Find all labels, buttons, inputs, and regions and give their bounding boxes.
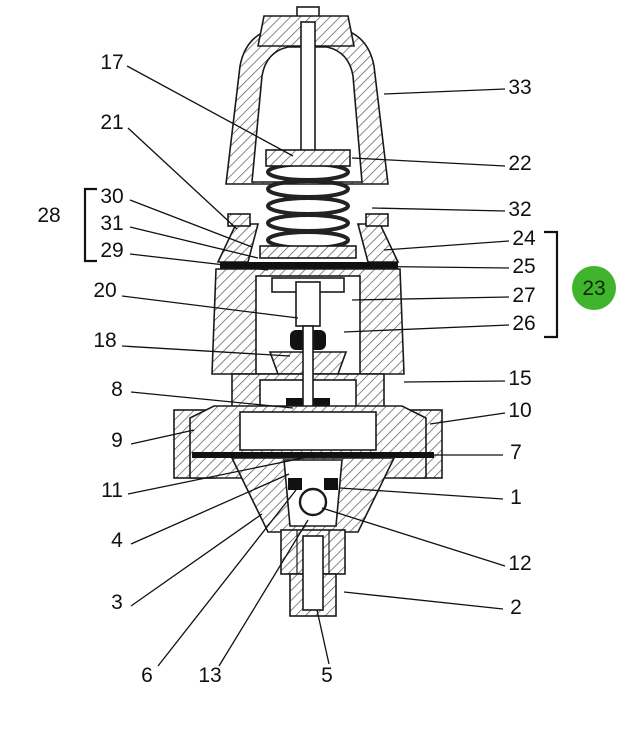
piston xyxy=(295,281,321,327)
leader-12 xyxy=(321,507,506,567)
callout-15: 15 xyxy=(508,367,531,390)
check-ball xyxy=(298,487,328,517)
callout-28: 28 xyxy=(37,204,60,227)
leader-26 xyxy=(343,324,510,333)
adjusting-stem xyxy=(300,21,316,163)
leader-2 xyxy=(343,591,504,610)
callout-29: 29 xyxy=(100,239,123,262)
callout-6: 6 xyxy=(141,664,153,687)
highlight-circle-23 xyxy=(572,266,616,310)
callout-7: 7 xyxy=(510,441,522,464)
spring-seat-bottom xyxy=(259,245,357,259)
bonnet-tab-right xyxy=(365,213,389,227)
leader-6 xyxy=(157,489,297,667)
diaphragm-upper xyxy=(220,262,398,269)
spring-seat-top xyxy=(265,149,351,167)
leader-24 xyxy=(383,240,510,251)
valve-drawing xyxy=(173,6,443,617)
leader-lines xyxy=(121,65,510,667)
callout-17: 17 xyxy=(100,51,123,74)
leader-20 xyxy=(121,295,299,319)
callout-3: 3 xyxy=(111,591,123,614)
lower-chamber xyxy=(239,411,377,451)
diaphragm-lower xyxy=(192,452,434,458)
callout-5: 5 xyxy=(321,664,333,687)
leader-1 xyxy=(339,487,504,500)
callout-20: 20 xyxy=(93,279,116,302)
leader-33 xyxy=(383,88,506,95)
bonnet-right xyxy=(356,223,400,263)
leader-11 xyxy=(127,457,304,495)
callout-25: 25 xyxy=(512,255,535,278)
callout-18: 18 xyxy=(93,329,116,352)
leader-18 xyxy=(121,345,291,357)
callout-22: 22 xyxy=(508,152,531,175)
callout-4: 4 xyxy=(111,529,123,552)
leader-4 xyxy=(130,473,290,545)
leader-31 xyxy=(129,226,259,259)
callout-26: 26 xyxy=(512,312,535,335)
leader-27 xyxy=(351,296,510,301)
callout-10: 10 xyxy=(508,399,531,422)
leader-29 xyxy=(129,253,269,271)
group-bracket-28 xyxy=(83,187,97,263)
leader-30 xyxy=(129,199,253,248)
callout-8: 8 xyxy=(111,378,123,401)
callout-27: 27 xyxy=(512,284,535,307)
callout-32: 32 xyxy=(508,198,531,221)
callout-23-highlighted: 23 xyxy=(582,277,605,300)
plug-bore xyxy=(302,535,324,611)
callout-33: 33 xyxy=(508,76,531,99)
leader-5 xyxy=(316,609,330,665)
seat-right xyxy=(324,478,338,490)
leader-25 xyxy=(335,265,510,269)
leader-15 xyxy=(403,380,506,383)
spring xyxy=(266,162,350,250)
leader-10 xyxy=(429,412,506,425)
callout-1: 1 xyxy=(510,486,522,509)
callout-30: 30 xyxy=(100,185,123,208)
leader-32 xyxy=(371,207,506,212)
callout-24: 24 xyxy=(512,227,536,250)
leader-9 xyxy=(130,429,195,445)
callout-31: 31 xyxy=(100,212,123,235)
callout-11: 11 xyxy=(101,479,123,502)
leader-8 xyxy=(130,391,294,409)
leader-3 xyxy=(130,513,263,607)
callout-12: 12 xyxy=(508,552,531,575)
callout-13: 13 xyxy=(198,664,221,687)
group-bracket-23 xyxy=(544,230,559,339)
seat-left xyxy=(288,478,302,490)
callout-21: 21 xyxy=(100,111,123,134)
leader-21 xyxy=(127,127,238,230)
leader-17 xyxy=(126,65,294,157)
leader-22 xyxy=(351,157,506,167)
leader-13 xyxy=(218,519,309,667)
callout-9: 9 xyxy=(111,429,123,452)
callout-2: 2 xyxy=(510,596,522,619)
